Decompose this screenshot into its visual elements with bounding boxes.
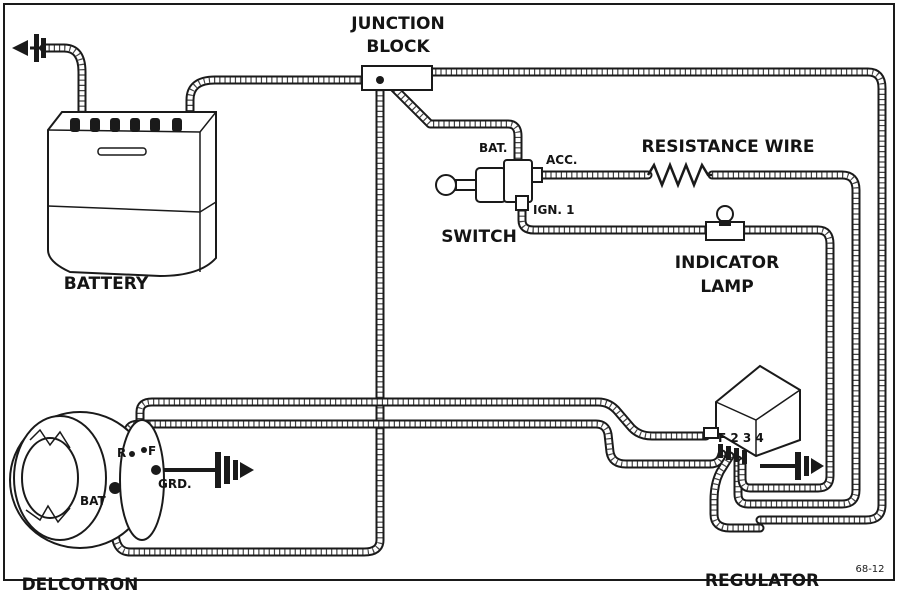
resistance-wire-icon — [646, 161, 712, 189]
delcotron-f-label: F — [148, 444, 156, 458]
regulator-icon — [703, 364, 801, 464]
battery-ground-icon — [12, 34, 46, 62]
regulator-ground-icon — [760, 452, 824, 480]
junction-block-label-2: BLOCK — [366, 37, 430, 57]
delcotron-label: DELCOTRON — [22, 575, 139, 592]
wire-battery-ground — [39, 43, 87, 117]
ign-terminal-label: IGN. 1 — [533, 203, 574, 217]
diagram-frame — [3, 3, 895, 581]
delcotron-r-label: R — [117, 446, 126, 460]
indicator-lamp-icon — [705, 205, 745, 241]
ignition-switch-icon — [435, 159, 543, 211]
regulator-terminals-label: F 2 3 4 — [718, 431, 764, 445]
bat-terminal-label: BAT. — [479, 141, 507, 155]
indicator-lamp-label-2: LAMP — [700, 277, 753, 297]
resistance-wire-label: RESISTANCE WIRE — [642, 137, 815, 157]
delcotron-icon — [9, 411, 165, 549]
figure-number: 68-12 — [855, 564, 884, 575]
acc-terminal-label: ACC. — [546, 153, 577, 167]
junction-block-label-1: JUNCTION — [350, 14, 444, 34]
regulator-label: REGULATOR — [705, 571, 819, 591]
delcotron-bat-label: BAT — [80, 494, 107, 508]
delcotron-grd-label: GRD. — [158, 477, 192, 491]
indicator-lamp-label-1: INDICATOR — [675, 253, 779, 273]
switch-label: SWITCH — [441, 227, 517, 247]
battery-label: BATTERY — [64, 274, 149, 294]
junction-block — [361, 65, 433, 91]
delcotron-ground-icon — [160, 452, 254, 488]
battery-icon — [47, 111, 217, 278]
wires — [39, 43, 887, 557]
